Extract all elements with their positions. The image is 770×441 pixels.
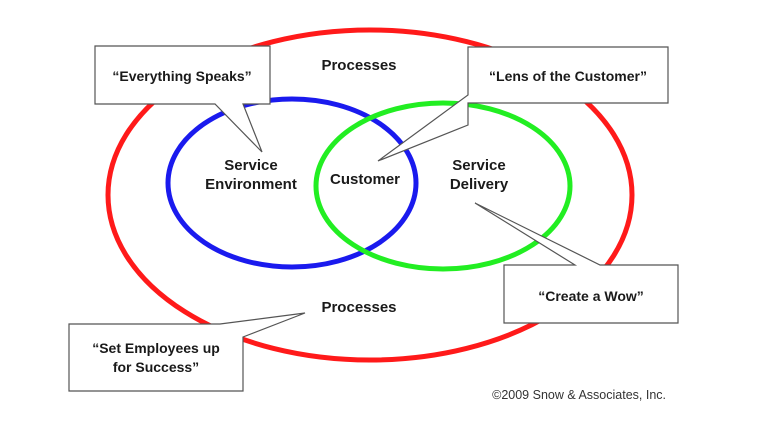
callout-text-line2: for Success” bbox=[113, 359, 199, 375]
callout-text: “Everything Speaks” bbox=[112, 68, 251, 84]
service-delivery-circle bbox=[313, 100, 573, 272]
callout-text: “Lens of the Customer” bbox=[489, 68, 647, 84]
service-environment-circle bbox=[165, 96, 419, 270]
callout-lens-of-customer: “Lens of the Customer” bbox=[377, 46, 669, 162]
callout-pointer bbox=[377, 46, 669, 162]
service-delivery-label-line1: Service bbox=[452, 157, 505, 174]
callout-text: “Create a Wow” bbox=[538, 288, 644, 304]
processes-top-label: Processes bbox=[321, 57, 396, 74]
service-environment-label-line2: Environment bbox=[205, 176, 297, 193]
callout-everything-speaks: “Everything Speaks” bbox=[94, 45, 271, 153]
callout-create-a-wow: “Create a Wow” bbox=[474, 202, 679, 324]
customer-label: Customer bbox=[330, 171, 400, 188]
service-delivery-label-line2: Delivery bbox=[450, 176, 509, 193]
callout-pointer bbox=[474, 202, 679, 324]
callout-set-employees: “Set Employees up for Success” bbox=[68, 312, 306, 392]
service-environment-label-line1: Service bbox=[224, 157, 277, 174]
callout-pointer bbox=[94, 45, 271, 153]
processes-bottom-label: Processes bbox=[321, 299, 396, 316]
copyright-notice: ©2009 Snow & Associates, Inc. bbox=[492, 388, 666, 402]
callout-text-line1: “Set Employees up bbox=[92, 340, 220, 356]
callout-pointer bbox=[68, 312, 306, 392]
processes-ellipse bbox=[105, 27, 635, 363]
